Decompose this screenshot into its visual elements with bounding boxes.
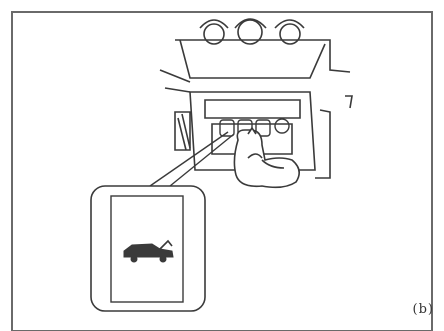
figure-border bbox=[12, 12, 432, 331]
hand-illustration bbox=[234, 128, 299, 187]
figure-label: (b) bbox=[413, 302, 434, 317]
callout-leader-lines bbox=[150, 132, 234, 186]
